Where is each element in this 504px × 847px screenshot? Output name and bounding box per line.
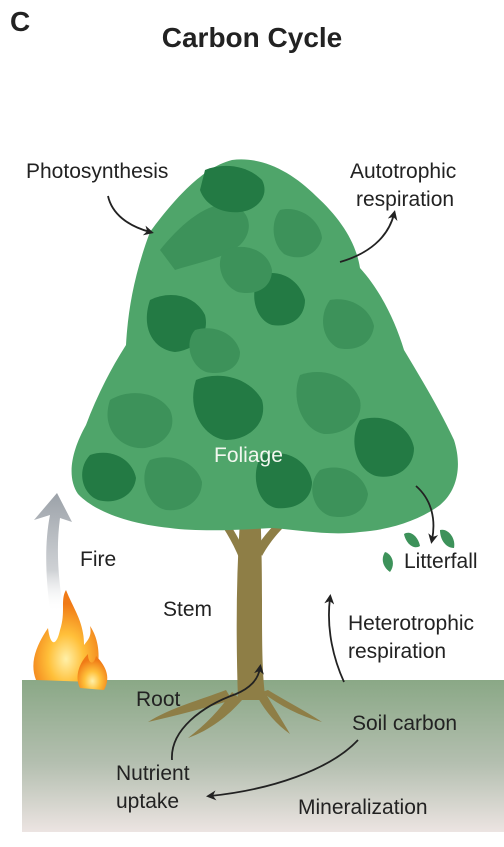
leaf-icon [383, 552, 393, 572]
tree-foliage [72, 159, 458, 533]
leaf-icon [404, 533, 420, 548]
label-photosynthesis: Photosynthesis [26, 160, 168, 184]
diagram-title: Carbon Cycle [0, 22, 504, 54]
label-root: Root [136, 688, 180, 712]
label-heterotrophic-line1: Heterotrophic [348, 612, 474, 636]
label-autotrophic-line2: respiration [356, 188, 454, 212]
label-soil-carbon: Soil carbon [352, 712, 457, 736]
label-heterotrophic-line2: respiration [348, 640, 446, 664]
label-autotrophic-line1: Autotrophic [350, 160, 456, 184]
label-nutrient-line1: Nutrient [116, 762, 190, 786]
leaf-icon [440, 530, 454, 548]
label-foliage: Foliage [214, 444, 283, 468]
photosynthesis-arrow [108, 196, 150, 232]
label-mineralization: Mineralization [298, 796, 428, 820]
heterotrophic-arrow [329, 598, 344, 682]
fire-icon [33, 590, 107, 690]
label-nutrient-line2: uptake [116, 790, 179, 814]
label-stem: Stem [163, 598, 212, 622]
label-litterfall: Litterfall [404, 550, 478, 574]
label-fire: Fire [80, 548, 116, 572]
